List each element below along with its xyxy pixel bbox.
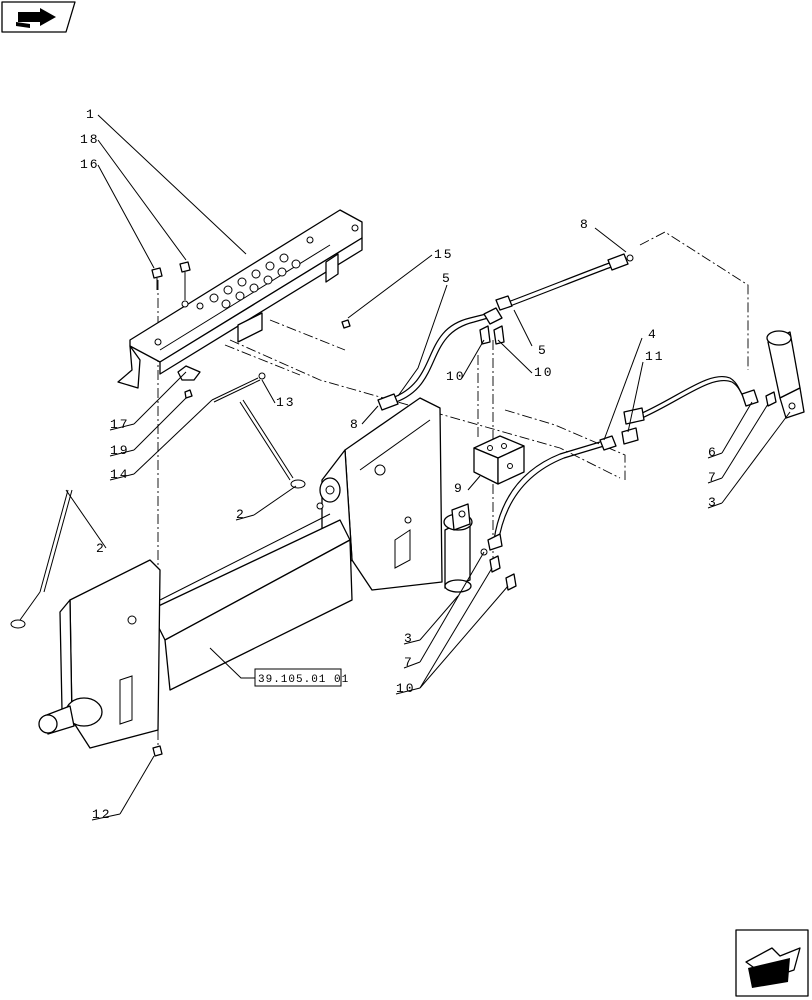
callout-9: 9 — [454, 481, 464, 496]
callout-4: 4 — [648, 327, 658, 342]
callout-8-left: 8 — [350, 417, 360, 432]
callout-15: 15 — [434, 247, 454, 262]
book-arrow-icon[interactable] — [1, 1, 76, 33]
reference-box-text: 39.105.01 01 — [258, 674, 349, 686]
callout-3-left: 3 — [404, 631, 414, 646]
callout-11: 11 — [645, 349, 665, 364]
cylinder-right — [766, 330, 805, 419]
callout-2-center: 2 — [236, 507, 246, 522]
callout-6: 6 — [708, 445, 718, 460]
callout-7-right: 7 — [708, 470, 718, 485]
callout-18: 18 — [80, 132, 100, 147]
bolts — [151, 261, 191, 308]
reference-box[interactable]: 39.105.01 01 — [209, 647, 349, 687]
callout-5-right: 5 — [538, 343, 548, 358]
callout-17: 17 — [110, 417, 130, 432]
callout-14: 14 — [110, 467, 130, 482]
callout-underlines — [91, 423, 723, 821]
valve-block — [473, 435, 525, 485]
small-hardware — [177, 365, 266, 403]
callout-5-top: 5 — [442, 271, 452, 286]
callout-16: 16 — [80, 157, 100, 172]
callout-1: 1 — [86, 107, 96, 122]
leader-lines — [65, 114, 791, 815]
page-turn-arrow-icon[interactable] — [735, 929, 809, 997]
callout-7-left: 7 — [404, 655, 414, 670]
nuts — [152, 319, 351, 757]
callout-10-a: 10 — [446, 369, 466, 384]
callout-3-right: 3 — [708, 495, 718, 510]
bracket-holes — [154, 224, 359, 346]
main-frame — [38, 397, 443, 749]
callout-12: 12 — [92, 807, 112, 822]
hoses — [377, 253, 777, 591]
callout-10-b: 10 — [534, 365, 554, 380]
rod-left — [10, 489, 73, 629]
rod-center — [239, 399, 306, 489]
callout-8-top: 8 — [580, 217, 590, 232]
callout-10-c: 10 — [396, 681, 416, 696]
callout-labels: 1 18 16 15 5 5 8 8 10 10 10 4 11 6 7 7 3… — [80, 107, 718, 822]
callout-19: 19 — [110, 443, 130, 458]
cylinder-center — [443, 503, 473, 593]
mounting-bracket — [117, 209, 363, 389]
callout-2-left: 2 — [96, 541, 106, 556]
callout-13: 13 — [276, 395, 296, 410]
